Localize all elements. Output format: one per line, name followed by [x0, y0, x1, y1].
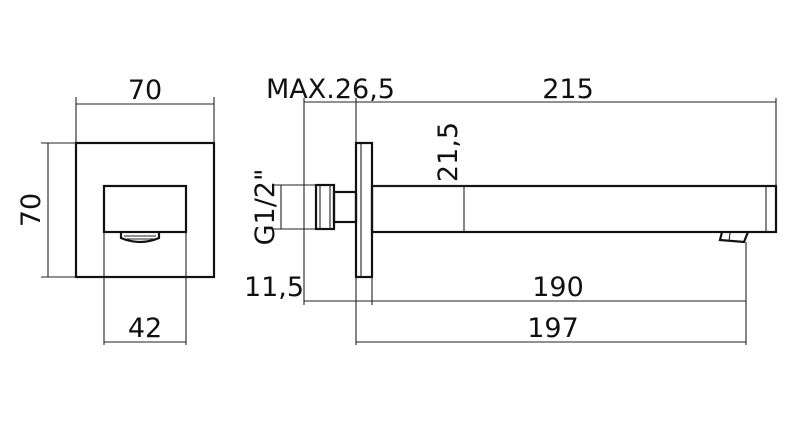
- dim-spout-length-label: 190: [532, 272, 584, 303]
- connector-neck: [332, 190, 358, 224]
- dim-total-length: 215: [356, 74, 777, 186]
- aerator: [119, 232, 161, 244]
- thread-connector: [314, 183, 336, 231]
- dim-plate-offset-label: 11,5: [244, 272, 304, 303]
- front-plate: [74, 141, 216, 279]
- aerator-side: [718, 231, 750, 244]
- dim-front-width-label: 70: [128, 75, 162, 106]
- dim-thread: G1/2": [250, 169, 316, 246]
- side-view: MAX.26,5 215 21,5 G1/2" 11,5: [244, 74, 778, 345]
- dim-max-depth-label: MAX.26,5: [266, 74, 395, 105]
- dim-max-depth: MAX.26,5: [266, 74, 395, 305]
- dim-front-height: 70: [16, 142, 76, 278]
- dim-height-label: 21,5: [433, 122, 464, 182]
- dim-total-length-label: 215: [542, 74, 594, 105]
- dim-overall-length-label: 197: [527, 313, 579, 344]
- dim-plate-offset: 11,5: [244, 272, 373, 305]
- dim-outlet-width: 42: [103, 232, 187, 345]
- dim-front-width: 70: [75, 75, 215, 143]
- front-view: 70 70 42: [16, 75, 216, 345]
- dim-thread-label: G1/2": [250, 169, 281, 246]
- spout-body: [370, 184, 778, 234]
- wall-plate: [354, 141, 374, 279]
- dim-spout-length: 190: [372, 242, 747, 305]
- spout-outlet-box: [102, 184, 188, 234]
- dim-outlet-width-label: 42: [128, 313, 162, 344]
- dim-height: 21,5: [372, 122, 470, 232]
- dim-front-height-label: 70: [16, 193, 47, 227]
- dim-overall-length: 197: [355, 277, 747, 345]
